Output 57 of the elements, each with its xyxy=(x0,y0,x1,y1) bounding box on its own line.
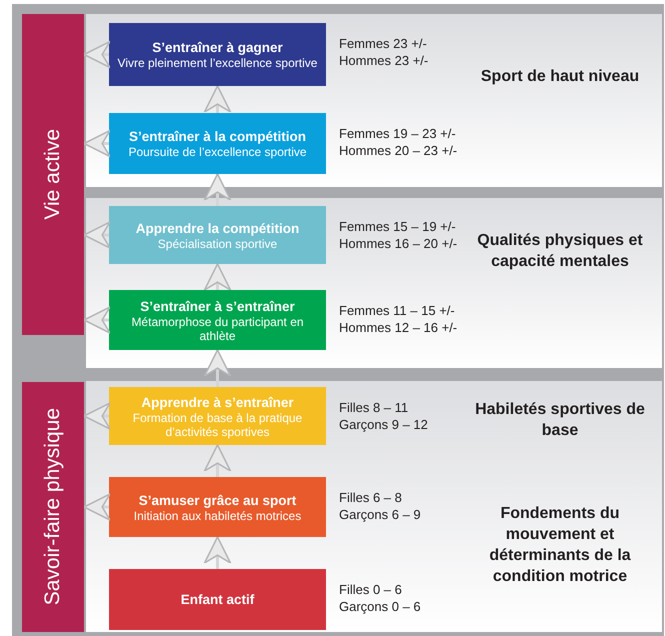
arrow xyxy=(83,306,111,334)
stage-box xyxy=(109,477,326,537)
arrow xyxy=(204,263,232,291)
arrow xyxy=(83,493,111,521)
age-range: Hommes 23 +/- xyxy=(339,52,428,69)
stage-subtitle: Poursuite de l’excellence sportive xyxy=(128,145,307,159)
age-range: Femmes 19 – 23 +/- xyxy=(339,125,457,142)
age-range: Garçons 9 – 12 xyxy=(339,416,428,433)
age-range: Femmes 23 +/- xyxy=(339,35,428,52)
stage-title: Apprendre la compétition xyxy=(136,220,300,236)
stage-title: Enfant actif xyxy=(180,591,254,608)
age-range: Hommes 20 – 23 +/- xyxy=(339,142,458,159)
arrow xyxy=(204,173,232,206)
arrow xyxy=(204,349,232,387)
stage-title: S’amuser grâce au sport xyxy=(138,492,296,508)
stage-band xyxy=(86,14,662,187)
stage-subtitle: Initiation aux habiletés motrices xyxy=(134,508,302,522)
age-range: Filles 0 – 6 xyxy=(339,581,403,598)
age-range: Hommes 16 – 20 +/- xyxy=(339,235,458,252)
age-range: Femmes 15 – 19 +/- xyxy=(339,218,457,235)
side-band xyxy=(22,14,84,335)
arrow xyxy=(204,85,232,113)
stage-band xyxy=(86,198,662,368)
age-range: Filles 6 – 8 xyxy=(339,489,403,506)
band-heading: Sport de haut niveau xyxy=(480,67,640,87)
side-band-label: Savoir-faire physique xyxy=(40,408,66,606)
arrow xyxy=(83,221,111,249)
stage-subtitle: Formation de base à la pratique d’activités sportives xyxy=(132,410,304,438)
stage-title: S’entraîner à la compétition xyxy=(128,128,306,145)
stage-subtitle: Métamorphose du participant en athlète xyxy=(130,314,305,342)
age-range: Hommes 12 – 16 +/- xyxy=(339,319,458,336)
band-heading: Fondements du mouvement et déterminants de la condition motrice xyxy=(488,504,632,587)
stage-box xyxy=(109,387,326,445)
arrow xyxy=(83,40,111,68)
age-range: Filles 8 – 11 xyxy=(339,399,410,416)
stage-subtitle: Spécialisation sportive xyxy=(158,236,278,250)
side-band xyxy=(22,382,84,632)
arrow xyxy=(83,130,111,158)
stage-box xyxy=(109,113,326,174)
band-heading: Habiletés sportives de base xyxy=(474,400,646,441)
stage-title: S’entraîner à s’entraîner xyxy=(140,298,295,314)
stage-box xyxy=(109,569,326,630)
age-range: Femmes 11 – 15 +/- xyxy=(339,302,456,319)
age-range: Garçons 0 – 6 xyxy=(339,598,421,615)
arrow xyxy=(83,402,111,430)
side-band-label: Vie active xyxy=(40,129,66,220)
stage-subtitle: Vivre pleinement l’excellence sportive xyxy=(118,56,318,70)
stage-title: S’entraîner à gagner xyxy=(152,39,283,56)
arrow xyxy=(204,536,232,569)
arrow xyxy=(204,444,232,477)
stage-box xyxy=(109,206,326,264)
band-heading: Qualités physiques et capacité mentales xyxy=(476,231,644,272)
stage-band xyxy=(86,381,662,632)
stage-box xyxy=(109,23,326,86)
stage-box xyxy=(109,290,326,350)
age-range: Garçons 6 – 9 xyxy=(339,506,421,523)
stage-title: Apprendre à s’entraîner xyxy=(141,394,294,410)
